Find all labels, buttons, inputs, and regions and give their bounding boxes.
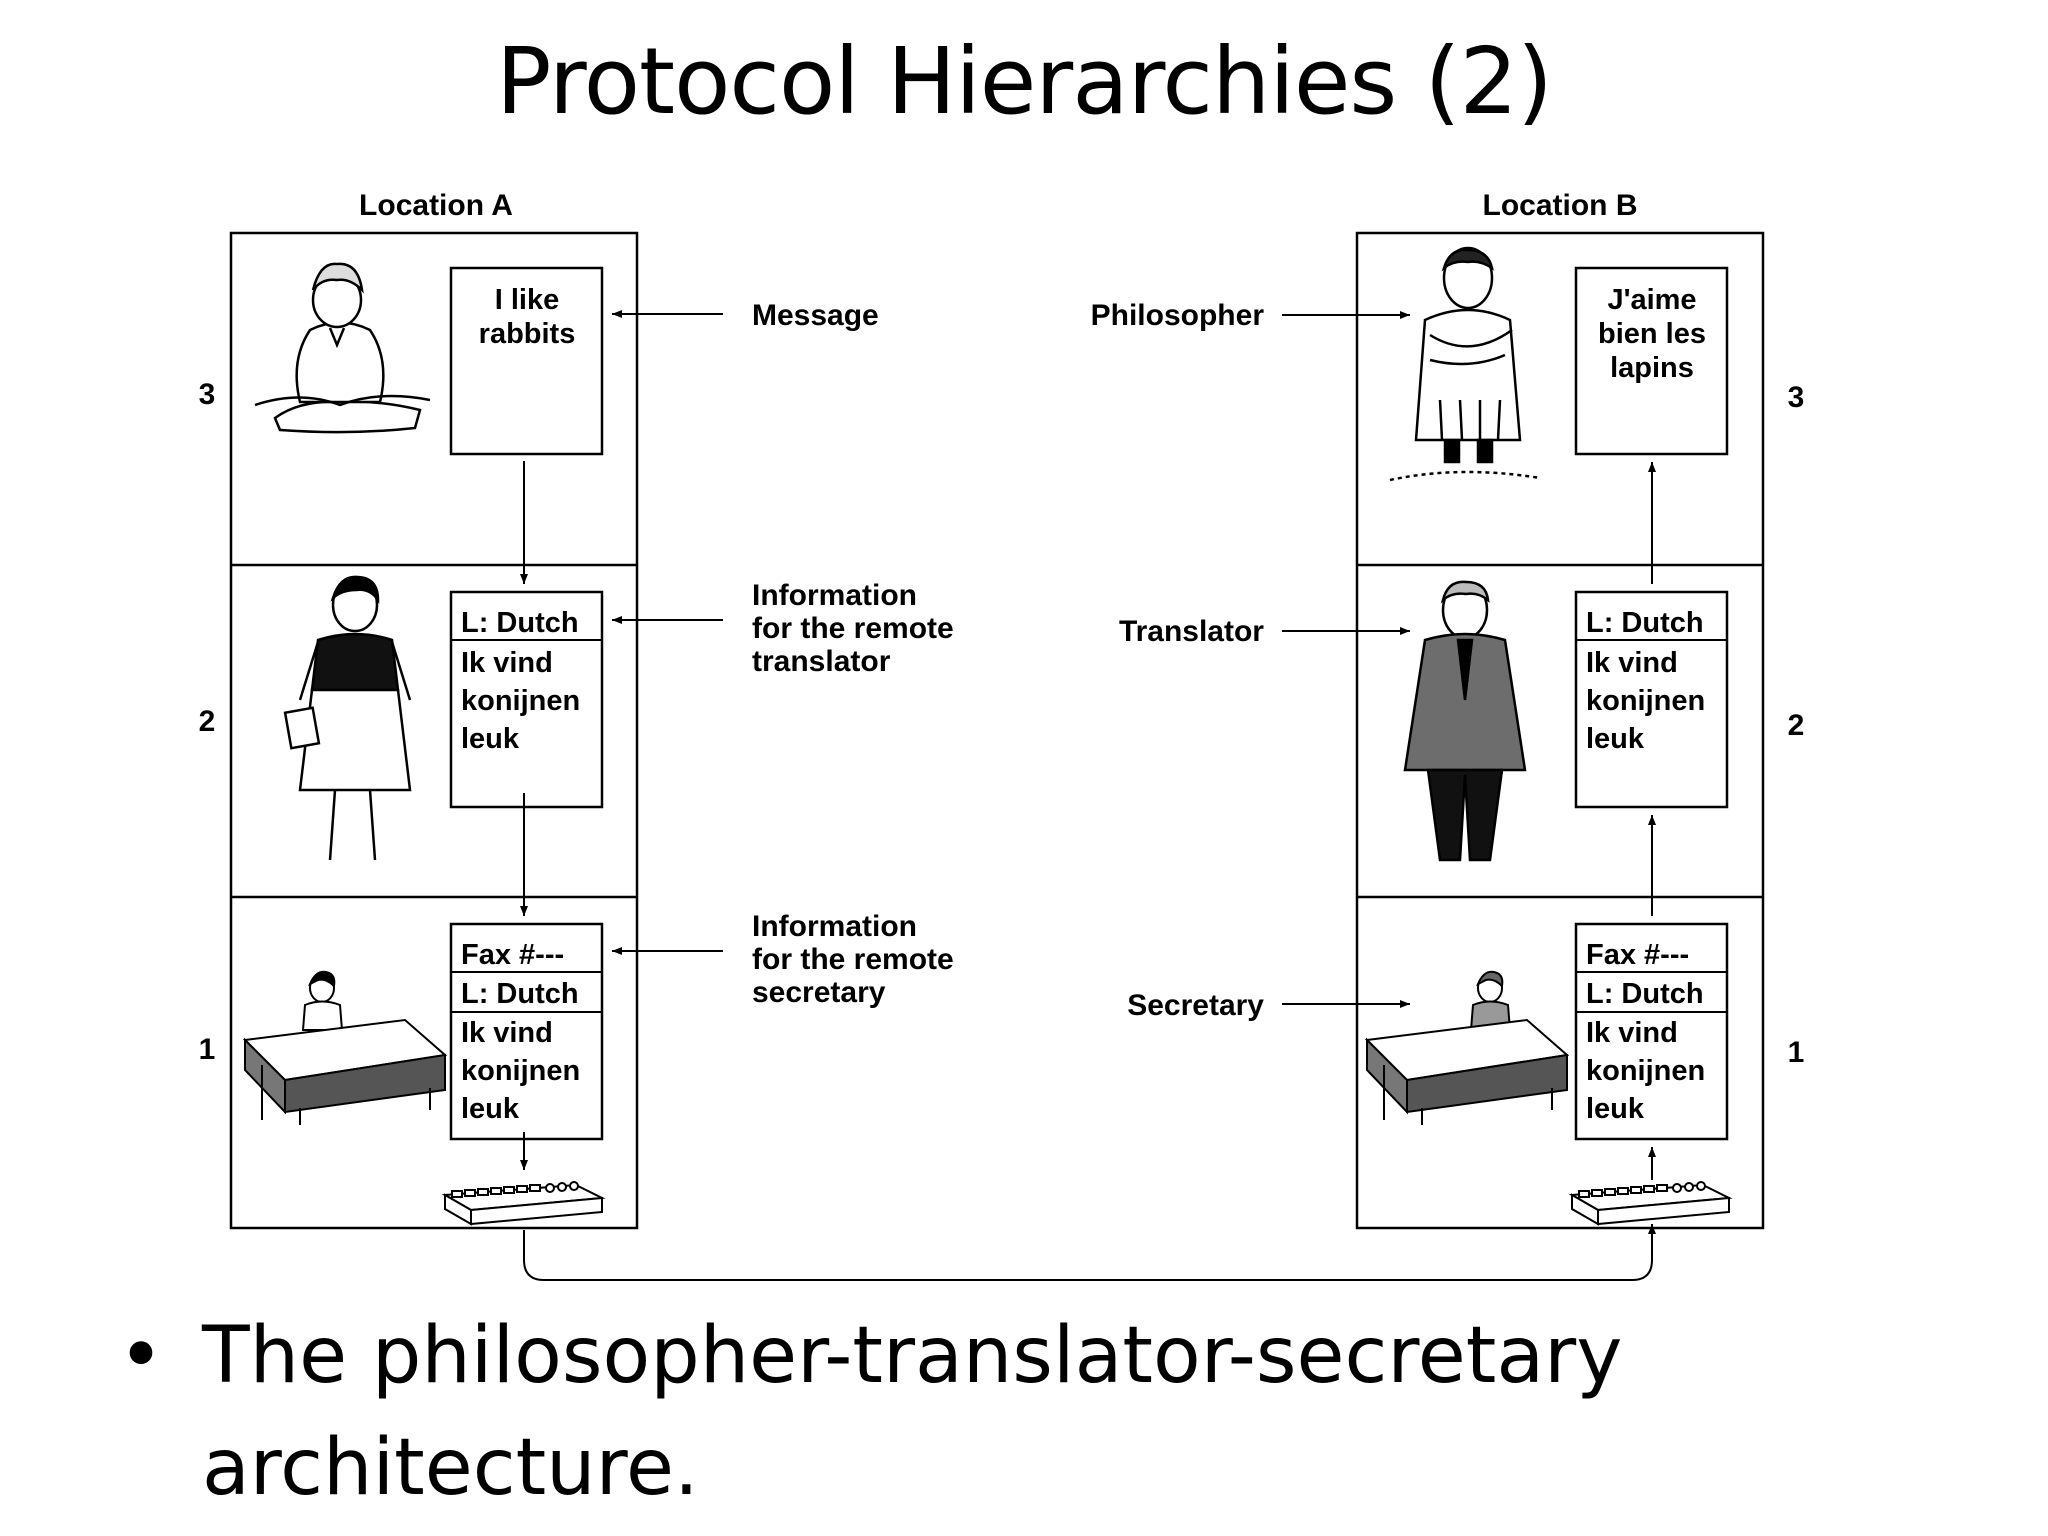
info-secretary-line: secretary [752,976,886,1009]
layer-1-label-b: 1 [1788,1036,1805,1069]
fax-machine-icon [1568,1181,1733,1226]
doc-b2-line: Ik vind [1586,647,1678,679]
doc-a3-line: rabbits [479,318,576,350]
doc-a2-line: Ik vind [461,647,553,679]
info-translator-line: Information [752,579,917,612]
doc-a2-line: konijnen [461,685,580,717]
layer-2-label-a: 2 [199,705,216,738]
translator-man-illustration [1403,580,1527,862]
doc-b3-line: J'aime [1607,284,1696,316]
doc-a1-fax: Fax #--- L: Dutch Ik vind konijnen leuk [449,922,604,1141]
layer-3-label-a: 3 [199,378,216,411]
location-b-label: Location B [1483,189,1638,222]
doc-a2-translation: L: Dutch Ik vind konijnen leuk [449,590,604,809]
layer-1-label-a: 1 [199,1033,216,1066]
secretary-at-desk-illustration [242,970,448,1125]
philosopher-label: Philosopher [1091,299,1265,332]
info-translator-line: for the remote [752,612,954,645]
info-secretary-line: for the remote [752,943,954,976]
secretary-label: Secretary [1127,989,1264,1022]
doc-a1-header: L: Dutch [461,978,579,1010]
doc-b2-header: L: Dutch [1586,607,1704,639]
info-secretary-line: Information [752,910,917,943]
translator-label: Translator [1119,615,1264,648]
secretary-at-desk-illustration [1364,970,1570,1125]
doc-a1-line: leuk [461,1093,520,1125]
doc-b3-message: J'aime bien les lapins [1574,266,1729,456]
info-translator-line: translator [752,645,891,678]
doc-b3-line: lapins [1610,352,1694,384]
doc-a1-fax-number: Fax #--- [461,939,564,971]
bullet-text: The philosopher-translator-secretary arc… [202,1311,1623,1513]
translator-woman-illustration [283,575,412,861]
message-label: Message [752,299,879,332]
fax-machine-icon [441,1181,606,1226]
doc-b1-header: L: Dutch [1586,978,1704,1010]
doc-a1-line: konijnen [461,1055,580,1087]
location-a-stack [229,231,639,1230]
layer-3-label-b: 3 [1788,381,1805,414]
doc-b1-fax-number: Fax #--- [1586,939,1689,971]
bullet-dot: • [118,1311,165,1401]
doc-a1-line: Ik vind [461,1017,553,1049]
meditating-philosopher-illustration [254,262,431,434]
doc-b1-line: leuk [1586,1093,1645,1125]
standing-philosopher-illustration [1389,246,1541,482]
doc-a2-header: L: Dutch [461,607,579,639]
location-b-stack [1355,231,1765,1230]
doc-b1-line: konijnen [1586,1055,1705,1087]
slide-title: Protocol Hierarchies (2) [496,28,1553,135]
doc-b1-line: Ik vind [1586,1017,1678,1049]
doc-a2-line: leuk [461,723,520,755]
doc-b2-line: konijnen [1586,685,1705,717]
doc-b1-fax: Fax #--- L: Dutch Ik vind konijnen leuk [1574,922,1729,1141]
doc-a3-line: I like [495,284,560,316]
doc-b3-line: bien les [1598,318,1706,350]
doc-a3-message: I like rabbits [449,266,604,456]
layer-2-label-b: 2 [1788,709,1805,742]
location-a-label: Location A [359,189,513,222]
flow-arrows [520,461,1656,1281]
doc-b2-line: leuk [1586,723,1645,755]
doc-b2-translation: L: Dutch Ik vind konijnen leuk [1574,590,1729,809]
